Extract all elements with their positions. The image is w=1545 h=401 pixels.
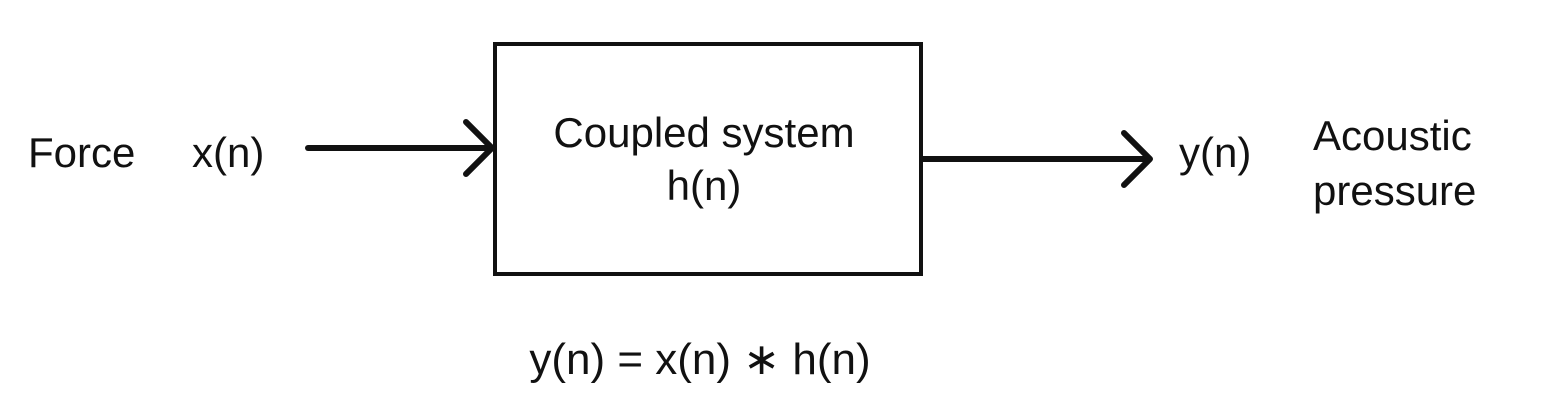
input-name-label: Force	[28, 129, 135, 176]
output-arrow-head	[1121, 130, 1153, 188]
convolution-equation: y(n) = x(n) ∗ h(n)	[529, 335, 870, 384]
output-signal-label: y(n)	[1179, 129, 1251, 176]
output-name-line2: pressure	[1313, 167, 1476, 214]
input-signal-label: x(n)	[192, 129, 264, 176]
input-arrow-head	[463, 119, 495, 177]
input-arrow	[305, 119, 495, 177]
output-arrow	[920, 130, 1153, 188]
system-impulse-response: h(n)	[667, 162, 742, 209]
output-name-line1: Acoustic	[1313, 112, 1472, 159]
system-box	[493, 42, 923, 276]
system-title: Coupled system	[553, 109, 854, 156]
